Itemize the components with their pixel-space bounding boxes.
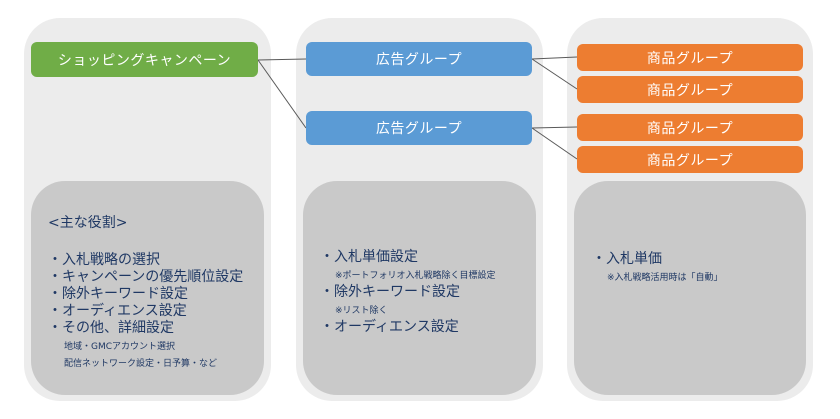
role-item: ・除外キーワード設定	[320, 284, 460, 300]
role-note: ※ポートフォリオ入札戦略除く目標設定	[335, 271, 496, 281]
role-item: ・オーディエンス設定	[320, 319, 459, 335]
role-item: ・キャンペーンの優先順位設定	[48, 269, 244, 285]
role-note: 配信ネットワーク設定・日予算・など	[64, 359, 218, 369]
product-group-node: 商品グループ	[577, 114, 803, 141]
role-item: ・その他、詳細設定	[48, 320, 174, 336]
role-note: ※リスト除く	[335, 306, 388, 316]
product-group-node: 商品グループ	[577, 76, 803, 103]
product-group-node: 商品グループ	[577, 44, 803, 71]
product-group-roles-box	[574, 181, 806, 395]
roles-heading: <主な役割>	[48, 215, 128, 231]
role-item: ・入札単価	[592, 251, 662, 267]
role-item: ・除外キーワード設定	[48, 286, 188, 302]
campaign-roles-box	[31, 181, 264, 395]
product-group-node: 商品グループ	[577, 146, 803, 173]
ad-group-node: 広告グループ	[306, 111, 532, 145]
role-note: 地域・GMCアカウント選択	[64, 342, 176, 352]
role-item: ・入札単価設定	[320, 249, 418, 265]
role-item: ・オーディエンス設定	[48, 303, 187, 319]
campaign-node: ショッピングキャンペーン	[31, 42, 258, 77]
role-note: ※入札戦略活用時は「自動」	[607, 273, 723, 283]
ad-group-node: 広告グループ	[306, 42, 532, 76]
role-item: ・入札戦略の選択	[48, 252, 160, 268]
ad-group-roles-box	[303, 181, 536, 395]
